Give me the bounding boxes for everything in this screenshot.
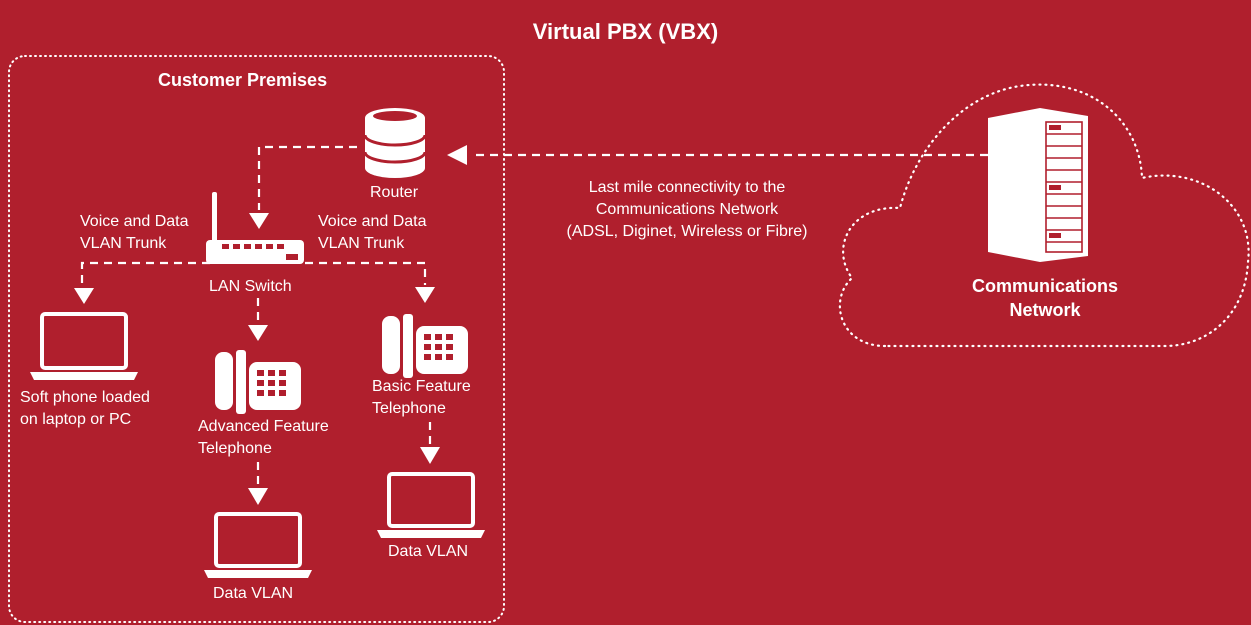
trunk-left-line1: Voice and Data [80, 213, 189, 230]
arrow-to-data-vlan-left [248, 488, 268, 505]
router-label: Router [370, 184, 419, 201]
connector-router-switch [257, 145, 357, 210]
arrow-to-softphone-laptop [74, 288, 94, 304]
arrow-to-router [447, 145, 467, 165]
diagram-title: Virtual PBX (VBX) [532, 19, 719, 44]
laptop-icon-softphone [30, 312, 138, 380]
basic-phone-line2: Telephone [372, 400, 446, 417]
cloud-outline [838, 83, 1250, 348]
softphone-line1: Soft phone loaded [20, 389, 150, 406]
laptop-icon-data-vlan-right [377, 472, 485, 538]
connector-switch-basic-phone [305, 261, 427, 285]
lan-switch-icon [206, 192, 304, 264]
network-label: Communications Network [940, 274, 1150, 322]
softphone-label: Soft phone loaded on laptop or PC [20, 387, 150, 431]
softphone-line2: on laptop or PC [20, 411, 132, 428]
arrow-to-advanced-phone [248, 325, 268, 341]
data-vlan-left-label: Data VLAN [213, 585, 294, 602]
arrow-to-switch [249, 213, 269, 229]
trunk-right-line2: VLAN Trunk [318, 235, 405, 252]
arrow-to-data-vlan-right [420, 447, 440, 464]
trunk-left-line2: VLAN Trunk [80, 235, 167, 252]
trunk-right-label: Voice and Data VLAN Trunk [318, 211, 427, 255]
arrowheads [74, 145, 467, 505]
connectivity-line1: Last mile connectivity to the [588, 179, 786, 196]
arrow-to-basic-phone [415, 287, 435, 303]
connectivity-line3: (ADSL, Diginet, Wireless or Fibre) [566, 223, 808, 240]
network-line2: Network [1009, 300, 1081, 320]
laptop-icon-data-vlan-left [204, 512, 312, 578]
trunk-right-line1: Voice and Data [318, 213, 427, 230]
connector-switch-softphone [80, 261, 210, 285]
trunk-left-label: Voice and Data VLAN Trunk [80, 211, 189, 255]
desk-phone-icon-basic [382, 314, 468, 378]
basic-phone-line1: Basic Feature [372, 378, 471, 395]
advanced-phone-line2: Telephone [198, 440, 272, 457]
basic-phone-label: Basic Feature Telephone [372, 376, 471, 420]
connectivity-label: Last mile connectivity to the Communicat… [532, 177, 842, 243]
data-vlan-right-label: Data VLAN [388, 543, 469, 560]
connectivity-line2: Communications Network [595, 201, 779, 218]
connector-lines [80, 145, 988, 486]
advanced-phone-line1: Advanced Feature [198, 418, 329, 435]
customer-premises-heading: Customer Premises [158, 70, 328, 90]
customer-premises-boundary [8, 55, 505, 623]
router-icon [363, 108, 427, 178]
desk-phone-icon-advanced [215, 350, 301, 414]
advanced-phone-label: Advanced Feature Telephone [198, 416, 329, 460]
network-line1: Communications [971, 276, 1118, 296]
lan-switch-label: LAN Switch [209, 278, 292, 295]
server-rack-icon [988, 108, 1088, 262]
